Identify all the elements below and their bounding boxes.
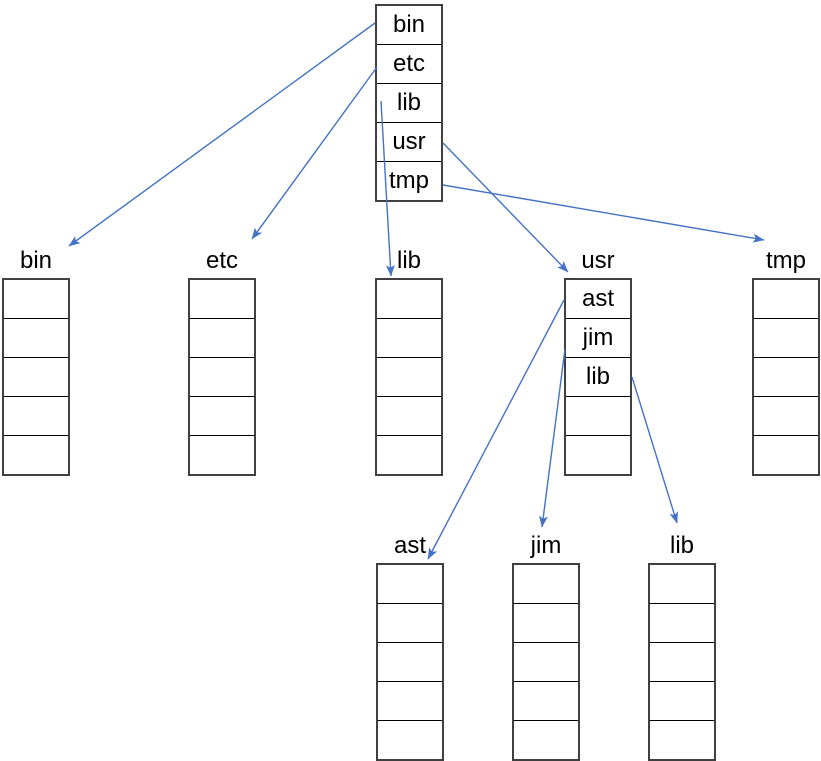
directory-bin-label: bin	[19, 247, 53, 274]
empty-entry-cell	[4, 397, 68, 436]
directory-etc-label: etc	[205, 247, 238, 274]
root-directory: bin etc lib usr tmp	[375, 4, 443, 202]
empty-entry-cell	[566, 397, 630, 436]
empty-entry-cell	[514, 721, 578, 759]
empty-entry-cell	[754, 358, 818, 397]
directory-jim-table	[512, 563, 580, 761]
empty-entry-cell	[4, 280, 68, 319]
empty-entry-cell	[514, 565, 578, 604]
directory-usr-lib: lib	[648, 531, 716, 761]
usr-entry-lib: lib	[566, 358, 630, 397]
empty-entry-cell	[650, 604, 714, 643]
arrow-usr-to-jim	[538, 348, 566, 528]
directory-lib-table	[375, 278, 443, 476]
empty-entry-cell	[378, 682, 442, 721]
directory-usr-lib-label: lib	[669, 532, 694, 559]
directory-tmp-label: tmp	[765, 247, 806, 274]
empty-entry-cell	[4, 358, 68, 397]
empty-entry-cell	[377, 358, 441, 397]
directory-usr-label: usr	[581, 247, 615, 274]
empty-entry-cell	[190, 358, 254, 397]
empty-entry-cell	[378, 721, 442, 759]
empty-entry-cell	[4, 319, 68, 358]
empty-entry-cell	[4, 436, 68, 474]
empty-entry-cell	[514, 604, 578, 643]
root-entry-tmp: tmp	[388, 167, 429, 194]
empty-entry-cell	[650, 565, 714, 604]
directory-tmp-table	[752, 278, 820, 476]
arrow-usr-to-ast	[427, 299, 565, 560]
directory-jim-label: jim	[530, 532, 562, 559]
root-entry-usr: usr	[377, 123, 441, 162]
arrow-usr-to-lib	[631, 376, 679, 524]
root-entry-etc: etc	[377, 45, 441, 84]
directory-usr-table: ast jim lib	[564, 278, 632, 476]
directory-etc-table	[188, 278, 256, 476]
empty-entry-cell	[754, 280, 818, 319]
usr-entry-ast: ast	[566, 280, 630, 319]
empty-entry-cell	[650, 643, 714, 682]
root-directory-table: bin etc lib usr tmp	[375, 4, 443, 202]
empty-entry-cell	[377, 397, 441, 436]
directory-ast-label: ast	[393, 532, 426, 559]
empty-entry-cell	[566, 436, 630, 474]
empty-entry-cell	[377, 436, 441, 474]
directory-ast-table	[376, 563, 444, 761]
empty-entry-cell	[190, 280, 254, 319]
directory-ast: ast	[376, 531, 444, 761]
empty-entry-cell	[378, 604, 442, 643]
empty-entry-cell	[754, 436, 818, 474]
usr-entry-jim: jim	[566, 319, 630, 358]
empty-entry-cell	[377, 280, 441, 319]
directory-usr-lib-table	[648, 563, 716, 761]
arrow-root-to-usr	[442, 142, 569, 273]
directory-etc: etc	[188, 246, 256, 476]
directory-jim: jim	[512, 531, 580, 761]
empty-entry-cell	[754, 319, 818, 358]
empty-entry-cell	[377, 319, 441, 358]
empty-entry-cell	[514, 682, 578, 721]
directory-bin-table	[2, 278, 70, 476]
directory-usr: usr ast jim lib	[564, 246, 632, 476]
directory-lib-label: lib	[396, 247, 421, 274]
root-entry-lib: lib	[377, 84, 441, 123]
empty-entry-cell	[378, 565, 442, 604]
arrow-root-to-tmp	[442, 184, 765, 243]
root-entry-bin: bin	[377, 6, 441, 45]
empty-entry-cell	[754, 397, 818, 436]
empty-entry-cell	[514, 643, 578, 682]
empty-entry-cell	[190, 436, 254, 474]
directory-tmp: tmp	[752, 246, 820, 476]
empty-entry-cell	[650, 682, 714, 721]
empty-entry-cell	[190, 319, 254, 358]
empty-entry-cell	[190, 397, 254, 436]
directory-bin: bin	[2, 246, 70, 476]
arrow-root-to-etc	[251, 66, 378, 240]
arrow-root-to-bin	[68, 22, 376, 247]
empty-entry-cell	[378, 643, 442, 682]
directory-lib: lib	[375, 246, 443, 476]
empty-entry-cell	[650, 721, 714, 759]
